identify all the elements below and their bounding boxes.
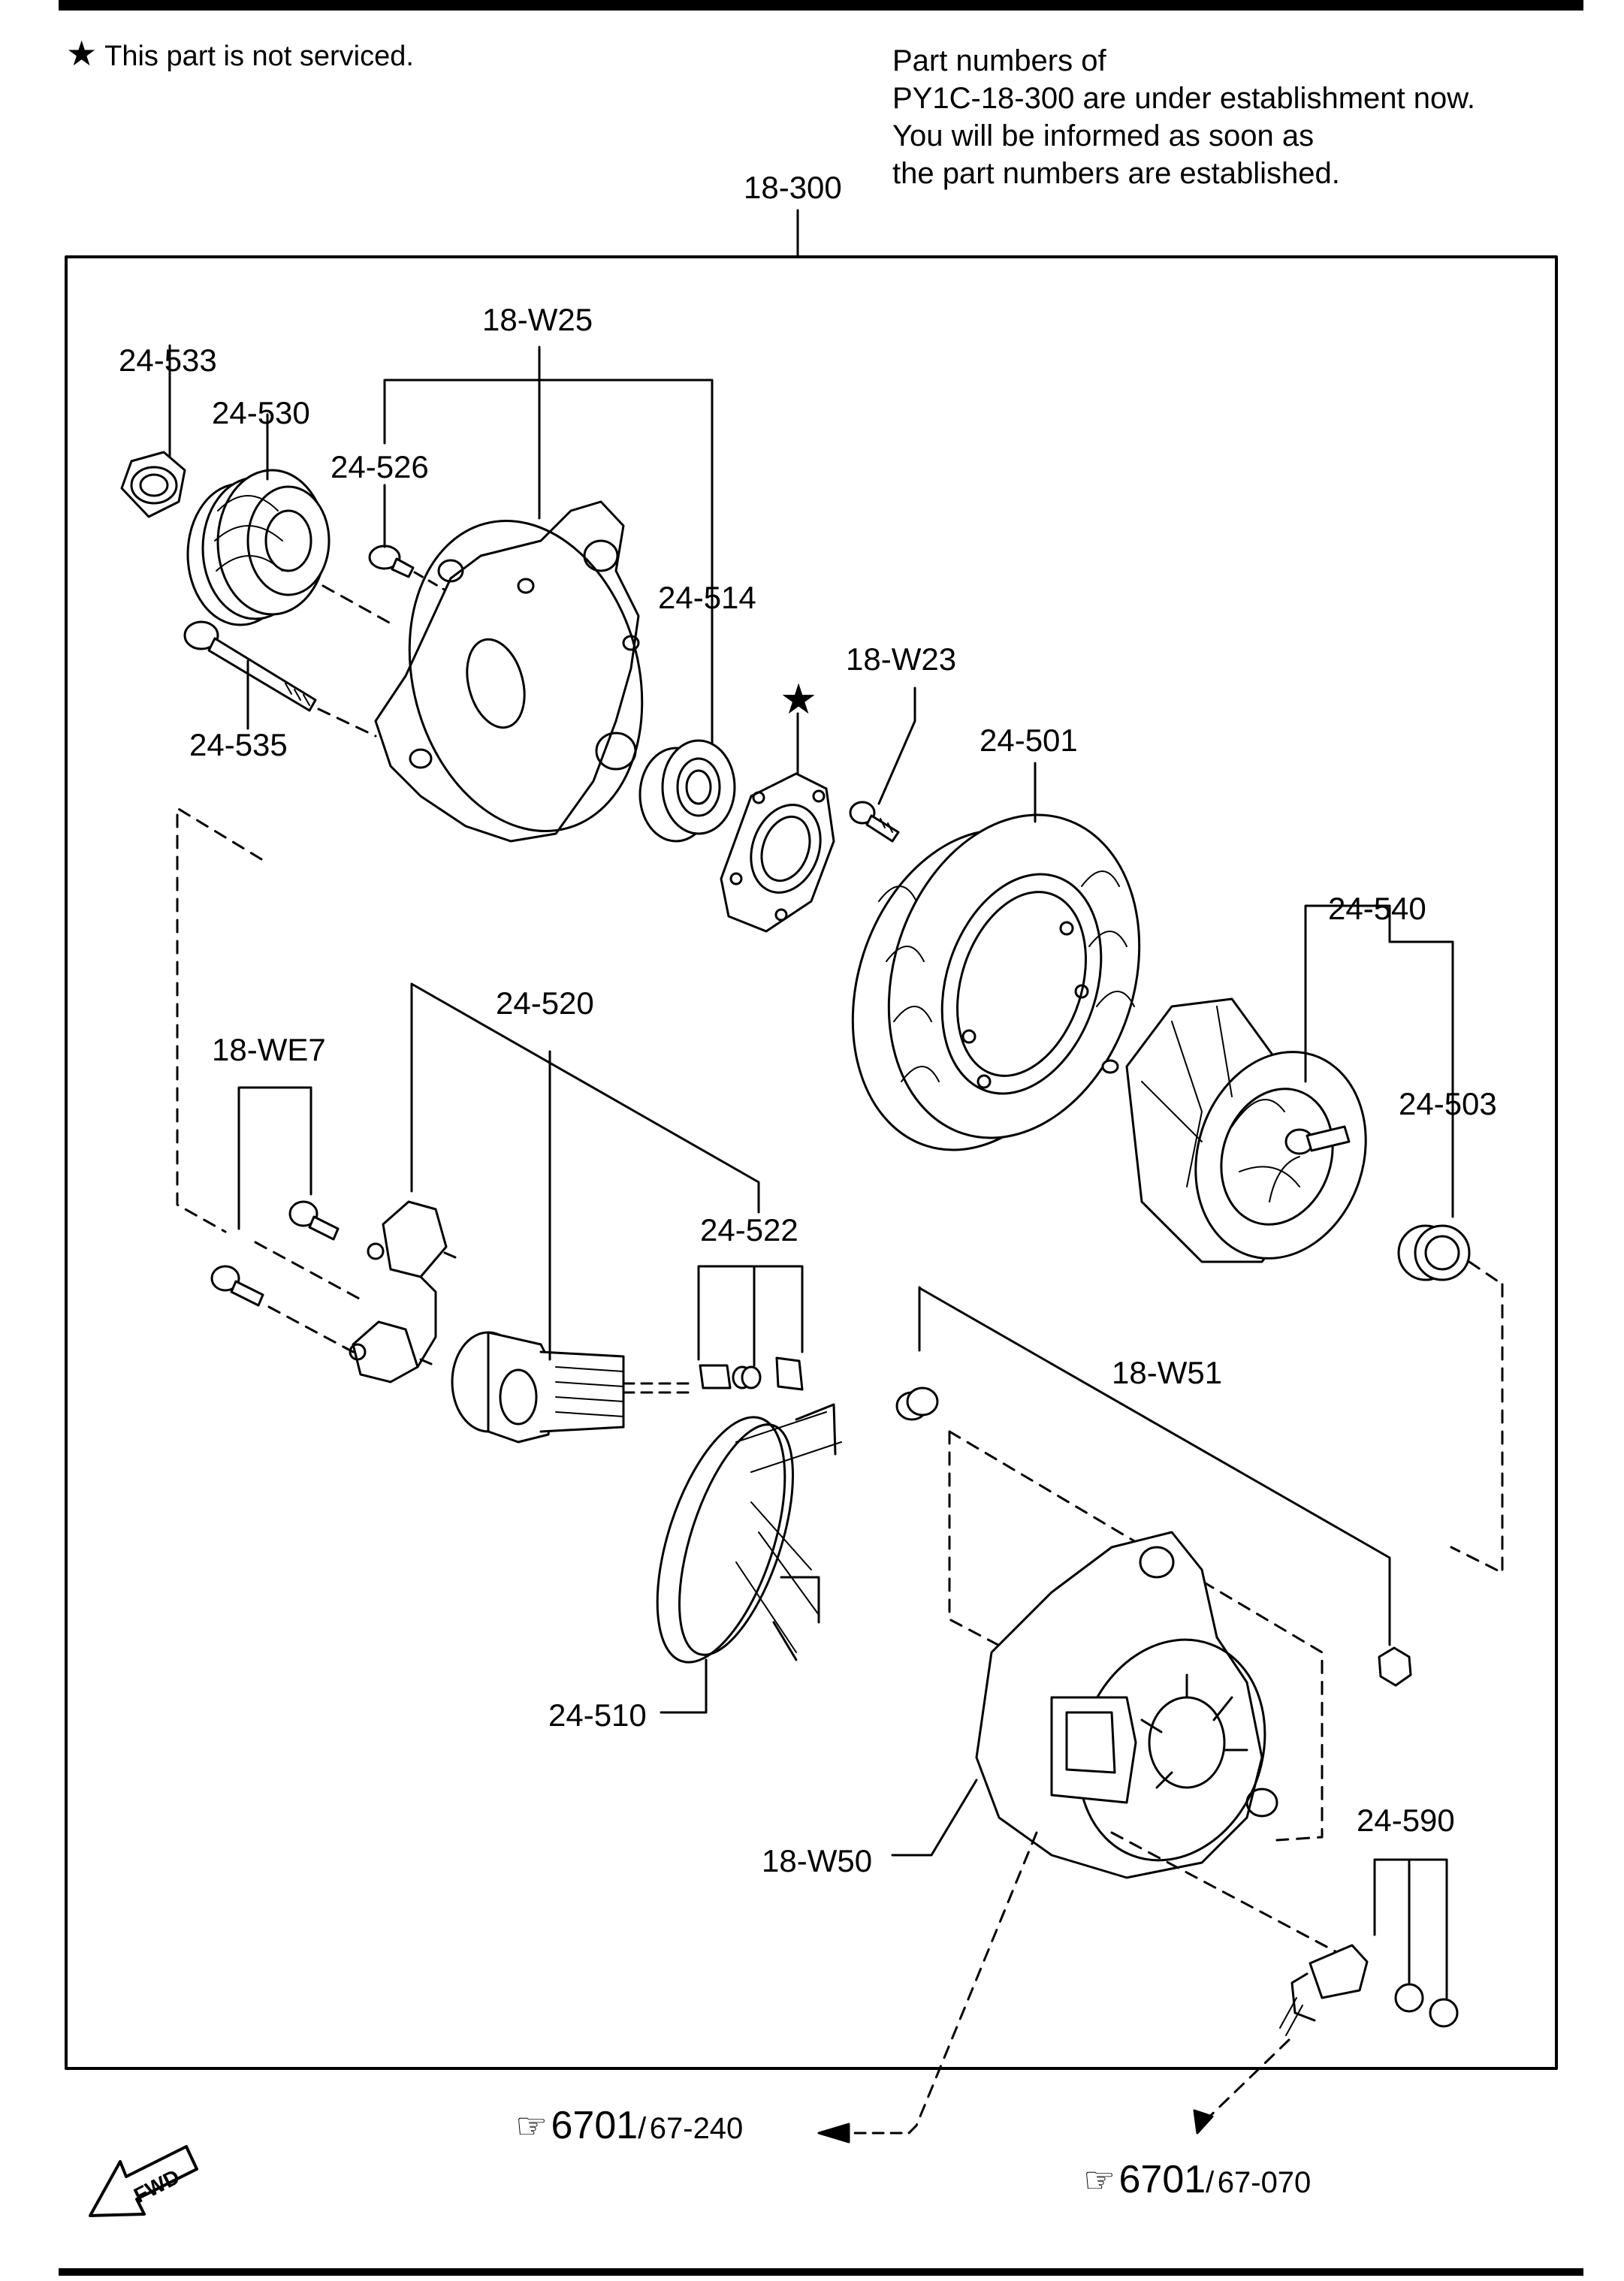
terminal-set-24-590 xyxy=(1203,1858,1459,2123)
ref1-arrowhead xyxy=(817,2123,850,2144)
label-24-535: 24-535 xyxy=(189,727,288,762)
bracket-18-W51 xyxy=(895,1286,1412,1842)
ref2-page: 6701 xyxy=(1118,2158,1206,2201)
guide-dashed-left xyxy=(176,807,263,1233)
ref1-slash: / xyxy=(638,2112,647,2145)
pointing-hand-icon: ☞ xyxy=(1083,2161,1116,2201)
notice-line-1: Part numbers of xyxy=(892,44,1106,77)
bearing-24-514 xyxy=(638,739,736,843)
stator-24-501 xyxy=(851,762,1141,1151)
brush-set-24-522 xyxy=(697,1265,804,1391)
regulator-24-520 xyxy=(451,1050,693,1444)
notice-line-3: You will be informed as soon as xyxy=(892,119,1315,152)
bolt-24-535 xyxy=(183,620,377,738)
rear-housing-18-W50 xyxy=(891,1531,1354,2127)
label-18-W25: 18-W25 xyxy=(482,302,593,337)
bracket-18-W25 xyxy=(383,379,714,745)
notice-line-4: the part numbers are established. xyxy=(892,157,1340,190)
label-24-590: 24-590 xyxy=(1357,1803,1455,1838)
screw-24-526 xyxy=(368,484,452,595)
ref1-page: 6701 xyxy=(551,2104,638,2147)
label-18-W23: 18-W23 xyxy=(846,641,956,677)
label-24-522: 24-522 xyxy=(700,1212,798,1248)
rotor-24-540 xyxy=(1101,904,1454,1263)
label-18-W50: 18-W50 xyxy=(762,1843,872,1878)
assembly-frame xyxy=(65,255,1558,2070)
label-24-520: 24-520 xyxy=(496,985,594,1021)
retainer-plate xyxy=(720,712,835,933)
label-24-503: 24-503 xyxy=(1399,1086,1497,1121)
screws-18-WE7 xyxy=(210,1086,362,1353)
star-icon: ★ xyxy=(66,34,98,73)
label-18-WE7: 18-WE7 xyxy=(212,1032,326,1067)
star-marker-icon: ★ xyxy=(780,675,817,723)
bearing-24-503 xyxy=(1397,1224,1504,1574)
star-note-text: This part is not serviced. xyxy=(104,41,414,72)
label-18-W51: 18-W51 xyxy=(1112,1355,1222,1390)
fwd-arrow-icon xyxy=(89,2145,198,2217)
ref1-part: 67-240 xyxy=(649,2112,744,2145)
ref1[interactable]: ☞ 6701/ 67-240 xyxy=(515,2103,743,2148)
label-24-526: 24-526 xyxy=(331,449,429,484)
label-24-530: 24-530 xyxy=(212,395,310,430)
screw-18-W23 xyxy=(849,686,916,843)
ref2-arrowhead xyxy=(1193,2109,1214,2135)
ref2-part: 67-070 xyxy=(1217,2166,1312,2199)
pointing-hand-icon: ☞ xyxy=(515,2107,548,2147)
star-note: ★ This part is not serviced. xyxy=(66,33,414,74)
label-24-510: 24-510 xyxy=(548,1697,647,1733)
label-24-501: 24-501 xyxy=(980,723,1078,758)
notice-line-2: PY1C-18-300 are under establishment now. xyxy=(892,82,1476,115)
label-24-514: 24-514 xyxy=(658,580,756,615)
top-rule xyxy=(59,0,1583,11)
rectifier-24-510 xyxy=(656,1403,842,1714)
bottom-rule xyxy=(59,2268,1583,2276)
label-24-533: 24-533 xyxy=(119,342,217,378)
ref1-leader xyxy=(825,2124,918,2135)
notice-block: Part numbers of PY1C-18-300 are under es… xyxy=(892,42,1475,192)
ref2[interactable]: ☞ 6701/ 67-070 xyxy=(1083,2157,1311,2202)
pulley-24-530 xyxy=(186,413,392,626)
nut-24-533 xyxy=(120,344,186,518)
label-24-540: 24-540 xyxy=(1328,891,1426,926)
brush-holder-assembly xyxy=(349,982,760,1383)
ref2-slash: / xyxy=(1206,2166,1215,2199)
front-housing xyxy=(374,500,644,843)
label-18-300: 18-300 xyxy=(744,170,842,205)
